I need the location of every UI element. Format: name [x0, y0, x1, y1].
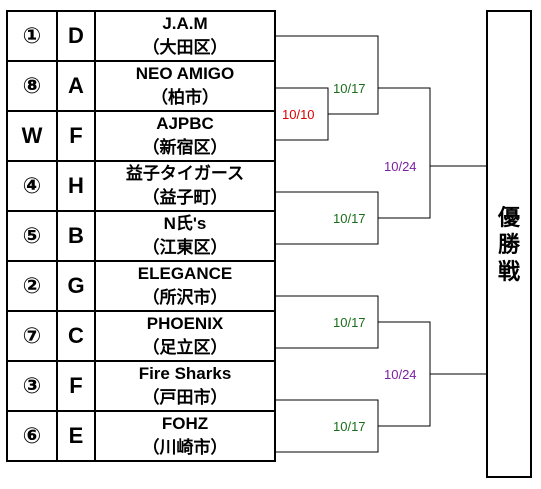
- match-date-r1d: 10/17: [333, 419, 366, 434]
- match-date-r1a: 10/17: [333, 81, 366, 96]
- team-cell: 益子タイガース （益子町）: [94, 160, 276, 212]
- block-cell: H: [56, 160, 96, 212]
- seed-cell: ⑥: [6, 410, 58, 462]
- team-name: 益子タイガース: [125, 164, 245, 183]
- team-area: （所沢市）: [142, 288, 228, 307]
- team-cell: PHOENIX （足立区）: [94, 310, 276, 362]
- match-date-semi-top: 10/24: [384, 159, 417, 174]
- team-name: NEO AMIGO: [135, 64, 235, 83]
- seed-cell: ⑦: [6, 310, 58, 362]
- seed-cell: ②: [6, 260, 58, 312]
- team-area: （戸田市）: [142, 388, 228, 407]
- team-row: ⑦ C PHOENIX （足立区）: [6, 310, 276, 362]
- team-name: Fire Sharks: [138, 364, 232, 383]
- seed-cell: ⑧: [6, 60, 58, 112]
- team-area: （大田区）: [142, 38, 228, 57]
- team-area: （益子町）: [142, 188, 228, 207]
- team-row: ③ F Fire Sharks （戸田市）: [6, 360, 276, 412]
- team-row: ⑧ A NEO AMIGO （柏市）: [6, 60, 276, 112]
- block-cell: G: [56, 260, 96, 312]
- team-area: （新宿区）: [142, 138, 228, 157]
- team-cell: Fire Sharks （戸田市）: [94, 360, 276, 412]
- team-row: W F AJPBC （新宿区）: [6, 110, 276, 162]
- team-row: ① D J.A.M （大田区）: [6, 10, 276, 62]
- team-name: FOHZ: [161, 414, 209, 433]
- match-date-semi-bottom: 10/24: [384, 367, 417, 382]
- team-cell: NEO AMIGO （柏市）: [94, 60, 276, 112]
- block-cell: D: [56, 10, 96, 62]
- seed-cell: ③: [6, 360, 58, 412]
- team-name: AJPBC: [156, 114, 214, 133]
- team-area: （江東区）: [142, 238, 228, 257]
- final-label-char: 戦: [497, 258, 520, 284]
- team-row: ⑤ B N氏's （江東区）: [6, 210, 276, 262]
- seed-cell: ⑤: [6, 210, 58, 262]
- team-cell: J.A.M （大田区）: [94, 10, 276, 62]
- team-cell: FOHZ （川崎市）: [94, 410, 276, 462]
- team-name: ELEGANCE: [137, 264, 233, 283]
- team-name: J.A.M: [162, 14, 208, 33]
- final-box: 優 勝 戦: [486, 10, 532, 478]
- team-cell: ELEGANCE （所沢市）: [94, 260, 276, 312]
- match-date-r1b: 10/17: [333, 211, 366, 226]
- match-date-r1c: 10/17: [333, 315, 366, 330]
- block-cell: A: [56, 60, 96, 112]
- seed-cell: ①: [6, 10, 58, 62]
- block-cell: C: [56, 310, 96, 362]
- block-cell: F: [56, 110, 96, 162]
- team-table: ① D J.A.M （大田区） ⑧ A NEO AMIGO （柏市） W F A…: [6, 10, 276, 462]
- block-cell: F: [56, 360, 96, 412]
- final-label-char: 優: [497, 204, 520, 230]
- bracket-line-r1a: [276, 35, 379, 115]
- team-area: （柏市）: [151, 88, 219, 107]
- team-row: ④ H 益子タイガース （益子町）: [6, 160, 276, 212]
- team-cell: AJPBC （新宿区）: [94, 110, 276, 162]
- bracket-line-semi-top: [378, 87, 431, 219]
- seed-cell: ④: [6, 160, 58, 212]
- team-name: N氏's: [163, 214, 207, 233]
- team-name: PHOENIX: [146, 314, 224, 333]
- team-row: ② G ELEGANCE （所沢市）: [6, 260, 276, 312]
- team-area: （川崎市）: [142, 438, 228, 457]
- team-area: （足立区）: [142, 338, 228, 357]
- match-date-wildcard: 10/10: [282, 107, 315, 122]
- final-label-char: 勝: [497, 231, 520, 257]
- team-row: ⑥ E FOHZ （川崎市）: [6, 410, 276, 462]
- seed-cell: W: [6, 110, 58, 162]
- block-cell: E: [56, 410, 96, 462]
- team-cell: N氏's （江東区）: [94, 210, 276, 262]
- block-cell: B: [56, 210, 96, 262]
